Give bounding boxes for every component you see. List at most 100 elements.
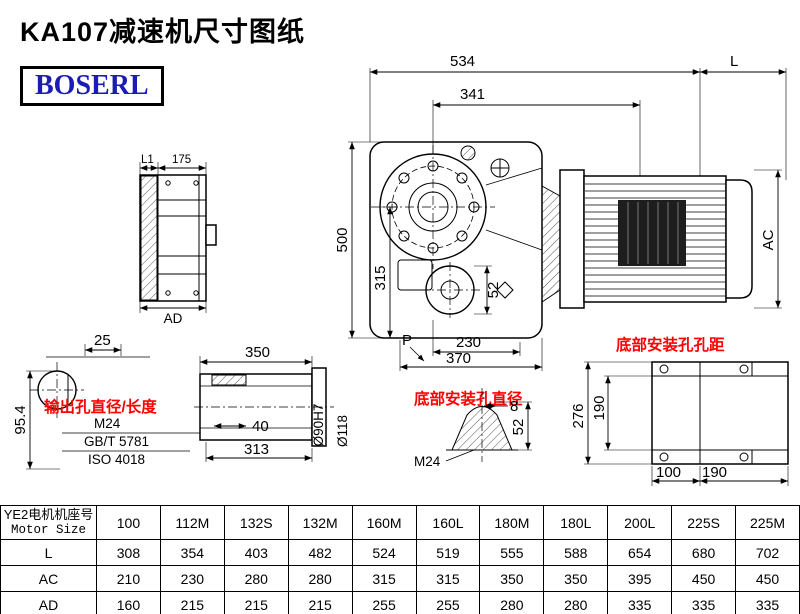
table-cell: 555 <box>479 539 545 566</box>
dim-8: 8 <box>510 398 518 415</box>
dim-52-front: 52 <box>485 282 502 299</box>
table-row-AD: AD 160 215 215 215 255 255 280 280 335 3… <box>0 591 800 614</box>
table-cell: 215 <box>287 591 353 614</box>
output-shaft-section: 25 95.4 输出孔直径/长度 M24 GB/T 5781 ISO 4018 <box>12 332 212 470</box>
table-cell: 308 <box>96 539 161 566</box>
col-header-180L: 180L <box>543 505 609 540</box>
page-title: KA107减速机尺寸图纸 <box>20 17 306 47</box>
table-cell: 215 <box>159 591 225 614</box>
dim-315: 315 <box>372 265 389 290</box>
table-cell: 450 <box>671 565 737 592</box>
dimension-drawing: L1 175 AD <box>12 53 789 486</box>
top-dimensions: 534 L 341 <box>369 53 787 180</box>
table-cell: 654 <box>607 539 673 566</box>
dim-313: 313 <box>244 441 269 458</box>
motor-size-label-cn: YE2电机机座号 <box>3 507 94 522</box>
dim-500: 500 <box>334 227 351 252</box>
col-header-160M: 160M <box>351 505 417 540</box>
dim-L: L <box>730 53 738 70</box>
table-cell: 335 <box>607 591 673 614</box>
col-header-180M: 180M <box>479 505 545 540</box>
dim-40: 40 <box>252 418 269 435</box>
table-cell: 350 <box>543 565 609 592</box>
table-cell: 215 <box>223 591 289 614</box>
table-cell: 315 <box>351 565 417 592</box>
col-header-200L: 200L <box>607 505 673 540</box>
dim-o118: Ø118 <box>335 415 350 447</box>
dim-L1: L1 <box>141 154 154 166</box>
dim-276: 276 <box>570 403 587 428</box>
dim-52-foot: 52 <box>510 419 527 436</box>
dim-175: 175 <box>172 154 191 166</box>
dim-190-v: 190 <box>591 395 608 420</box>
table-cell: 354 <box>159 539 225 566</box>
table-cell: 315 <box>415 565 481 592</box>
table-row-AC: AC 210 230 280 280 315 315 350 350 395 4… <box>0 565 800 592</box>
table-cell: 280 <box>223 565 289 592</box>
motor-stator-block <box>618 200 686 266</box>
col-header-132M: 132M <box>287 505 353 540</box>
side-view: L1 175 AD <box>139 154 217 326</box>
row-label-AD: AD <box>0 591 97 614</box>
dim-95-4: 95.4 <box>12 405 29 434</box>
label-ISO4018: ISO 4018 <box>88 452 145 467</box>
col-header-132S: 132S <box>223 505 289 540</box>
table-cell: 519 <box>415 539 481 566</box>
dim-190-h: 190 <box>702 464 727 481</box>
bottom-mounting-view: 底部安装孔孔距 276 190 100 190 <box>570 335 789 486</box>
mounting-hole-detail: 底部安装孔直径 8 52 M24 <box>414 388 532 469</box>
label-GB5781: GB/T 5781 <box>84 434 149 449</box>
row-label-AC: AC <box>0 565 97 592</box>
col-header-225M: 225M <box>735 505 800 540</box>
col-header-100: 100 <box>96 505 161 540</box>
row-label-L: L <box>0 539 97 566</box>
table-cell: 280 <box>543 591 609 614</box>
table-cell: 335 <box>735 591 800 614</box>
dim-o90h7: Ø90H7 <box>311 404 326 447</box>
dim-341: 341 <box>460 86 485 103</box>
table-cell: 702 <box>735 539 800 566</box>
table-cell: 403 <box>223 539 289 566</box>
motor-size-label-en: Motor Size <box>10 523 86 537</box>
dim-AC: AC <box>760 229 777 250</box>
output-shaft-view: 350 40 313 Ø90H7 Ø118 <box>194 344 350 462</box>
motor-view <box>559 169 753 309</box>
front-view <box>369 141 561 339</box>
table-cell: 230 <box>159 565 225 592</box>
table-cell: 450 <box>735 565 800 592</box>
table-cell: 335 <box>671 591 737 614</box>
output-hole-label: 输出孔直径/长度 <box>44 397 157 416</box>
boserl-logo: BOSERL <box>20 66 164 106</box>
bottom-hole-dia-label: 底部安装孔直径 <box>414 389 523 408</box>
dim-AD: AD <box>164 311 183 326</box>
dim-230: 230 <box>456 334 481 351</box>
table-cell: 395 <box>607 565 673 592</box>
table-cell: 524 <box>351 539 417 566</box>
label-P: P <box>402 332 412 349</box>
front-bottom-dimensions: 52 230 370 P <box>399 265 543 371</box>
table-cell: 280 <box>479 591 545 614</box>
label-M24-foot: M24 <box>414 454 441 469</box>
col-header-112M: 112M <box>159 505 225 540</box>
dim-350: 350 <box>245 344 270 361</box>
left-dimensions: 500 315 <box>334 141 412 339</box>
table-cell: 255 <box>415 591 481 614</box>
table-cell: 210 <box>96 565 161 592</box>
table-cell: 280 <box>287 565 353 592</box>
table-row-L: L 308 354 403 482 524 519 555 588 654 68… <box>0 539 800 566</box>
table-cell: 160 <box>96 591 161 614</box>
motor-size-header-cell: YE2电机机座号 Motor Size <box>0 505 97 540</box>
table-cell: 680 <box>671 539 737 566</box>
bottom-hole-spacing-label: 底部安装孔孔距 <box>616 335 725 354</box>
dim-370: 370 <box>446 350 471 367</box>
table-cell: 350 <box>479 565 545 592</box>
table-cell: 588 <box>543 539 609 566</box>
label-M24-left: M24 <box>94 416 121 431</box>
motor-size-table: YE2电机机座号 Motor Size 100 112M 132S 132M 1… <box>0 505 800 614</box>
col-header-225S: 225S <box>671 505 737 540</box>
table-cell: 482 <box>287 539 353 566</box>
dim-25: 25 <box>94 332 111 349</box>
table-cell: 255 <box>351 591 417 614</box>
table-header-row: YE2电机机座号 Motor Size 100 112M 132S 132M 1… <box>0 505 800 540</box>
